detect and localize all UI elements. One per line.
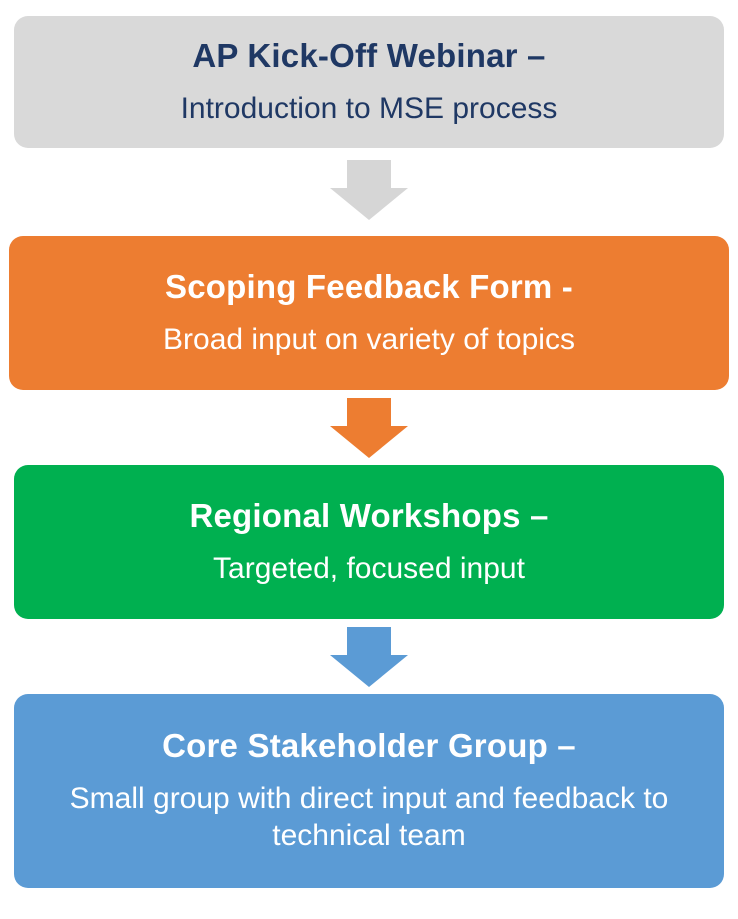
down-arrow-icon: [330, 398, 408, 458]
down-arrow-icon: [330, 160, 408, 220]
down-arrow-shape: [330, 398, 408, 458]
down-arrow-shape: [330, 627, 408, 687]
step-title: Regional Workshops –: [189, 496, 549, 534]
step-subtitle: Introduction to MSE process: [180, 91, 558, 125]
step-subtitle: Broad input on variety of topics: [163, 322, 575, 356]
down-arrow-shape: [330, 160, 408, 220]
step-box-core-stakeholder-group: Core Stakeholder Group – Small group wit…: [14, 694, 724, 888]
step-box-regional-workshops: Regional Workshops – Targeted, focused i…: [14, 465, 724, 619]
step-subtitle: Targeted, focused input: [213, 551, 525, 585]
step-title: AP Kick-Off Webinar –: [192, 36, 546, 74]
step-title: Scoping Feedback Form -: [165, 267, 573, 305]
down-arrow-icon: [330, 627, 408, 687]
step-subtitle: Small group with direct input and feedba…: [69, 781, 669, 853]
step-box-ap-kickoff-webinar: AP Kick-Off Webinar – Introduction to MS…: [14, 16, 724, 148]
step-box-scoping-feedback-form: Scoping Feedback Form - Broad input on v…: [9, 236, 729, 390]
step-title: Core Stakeholder Group –: [162, 727, 576, 765]
